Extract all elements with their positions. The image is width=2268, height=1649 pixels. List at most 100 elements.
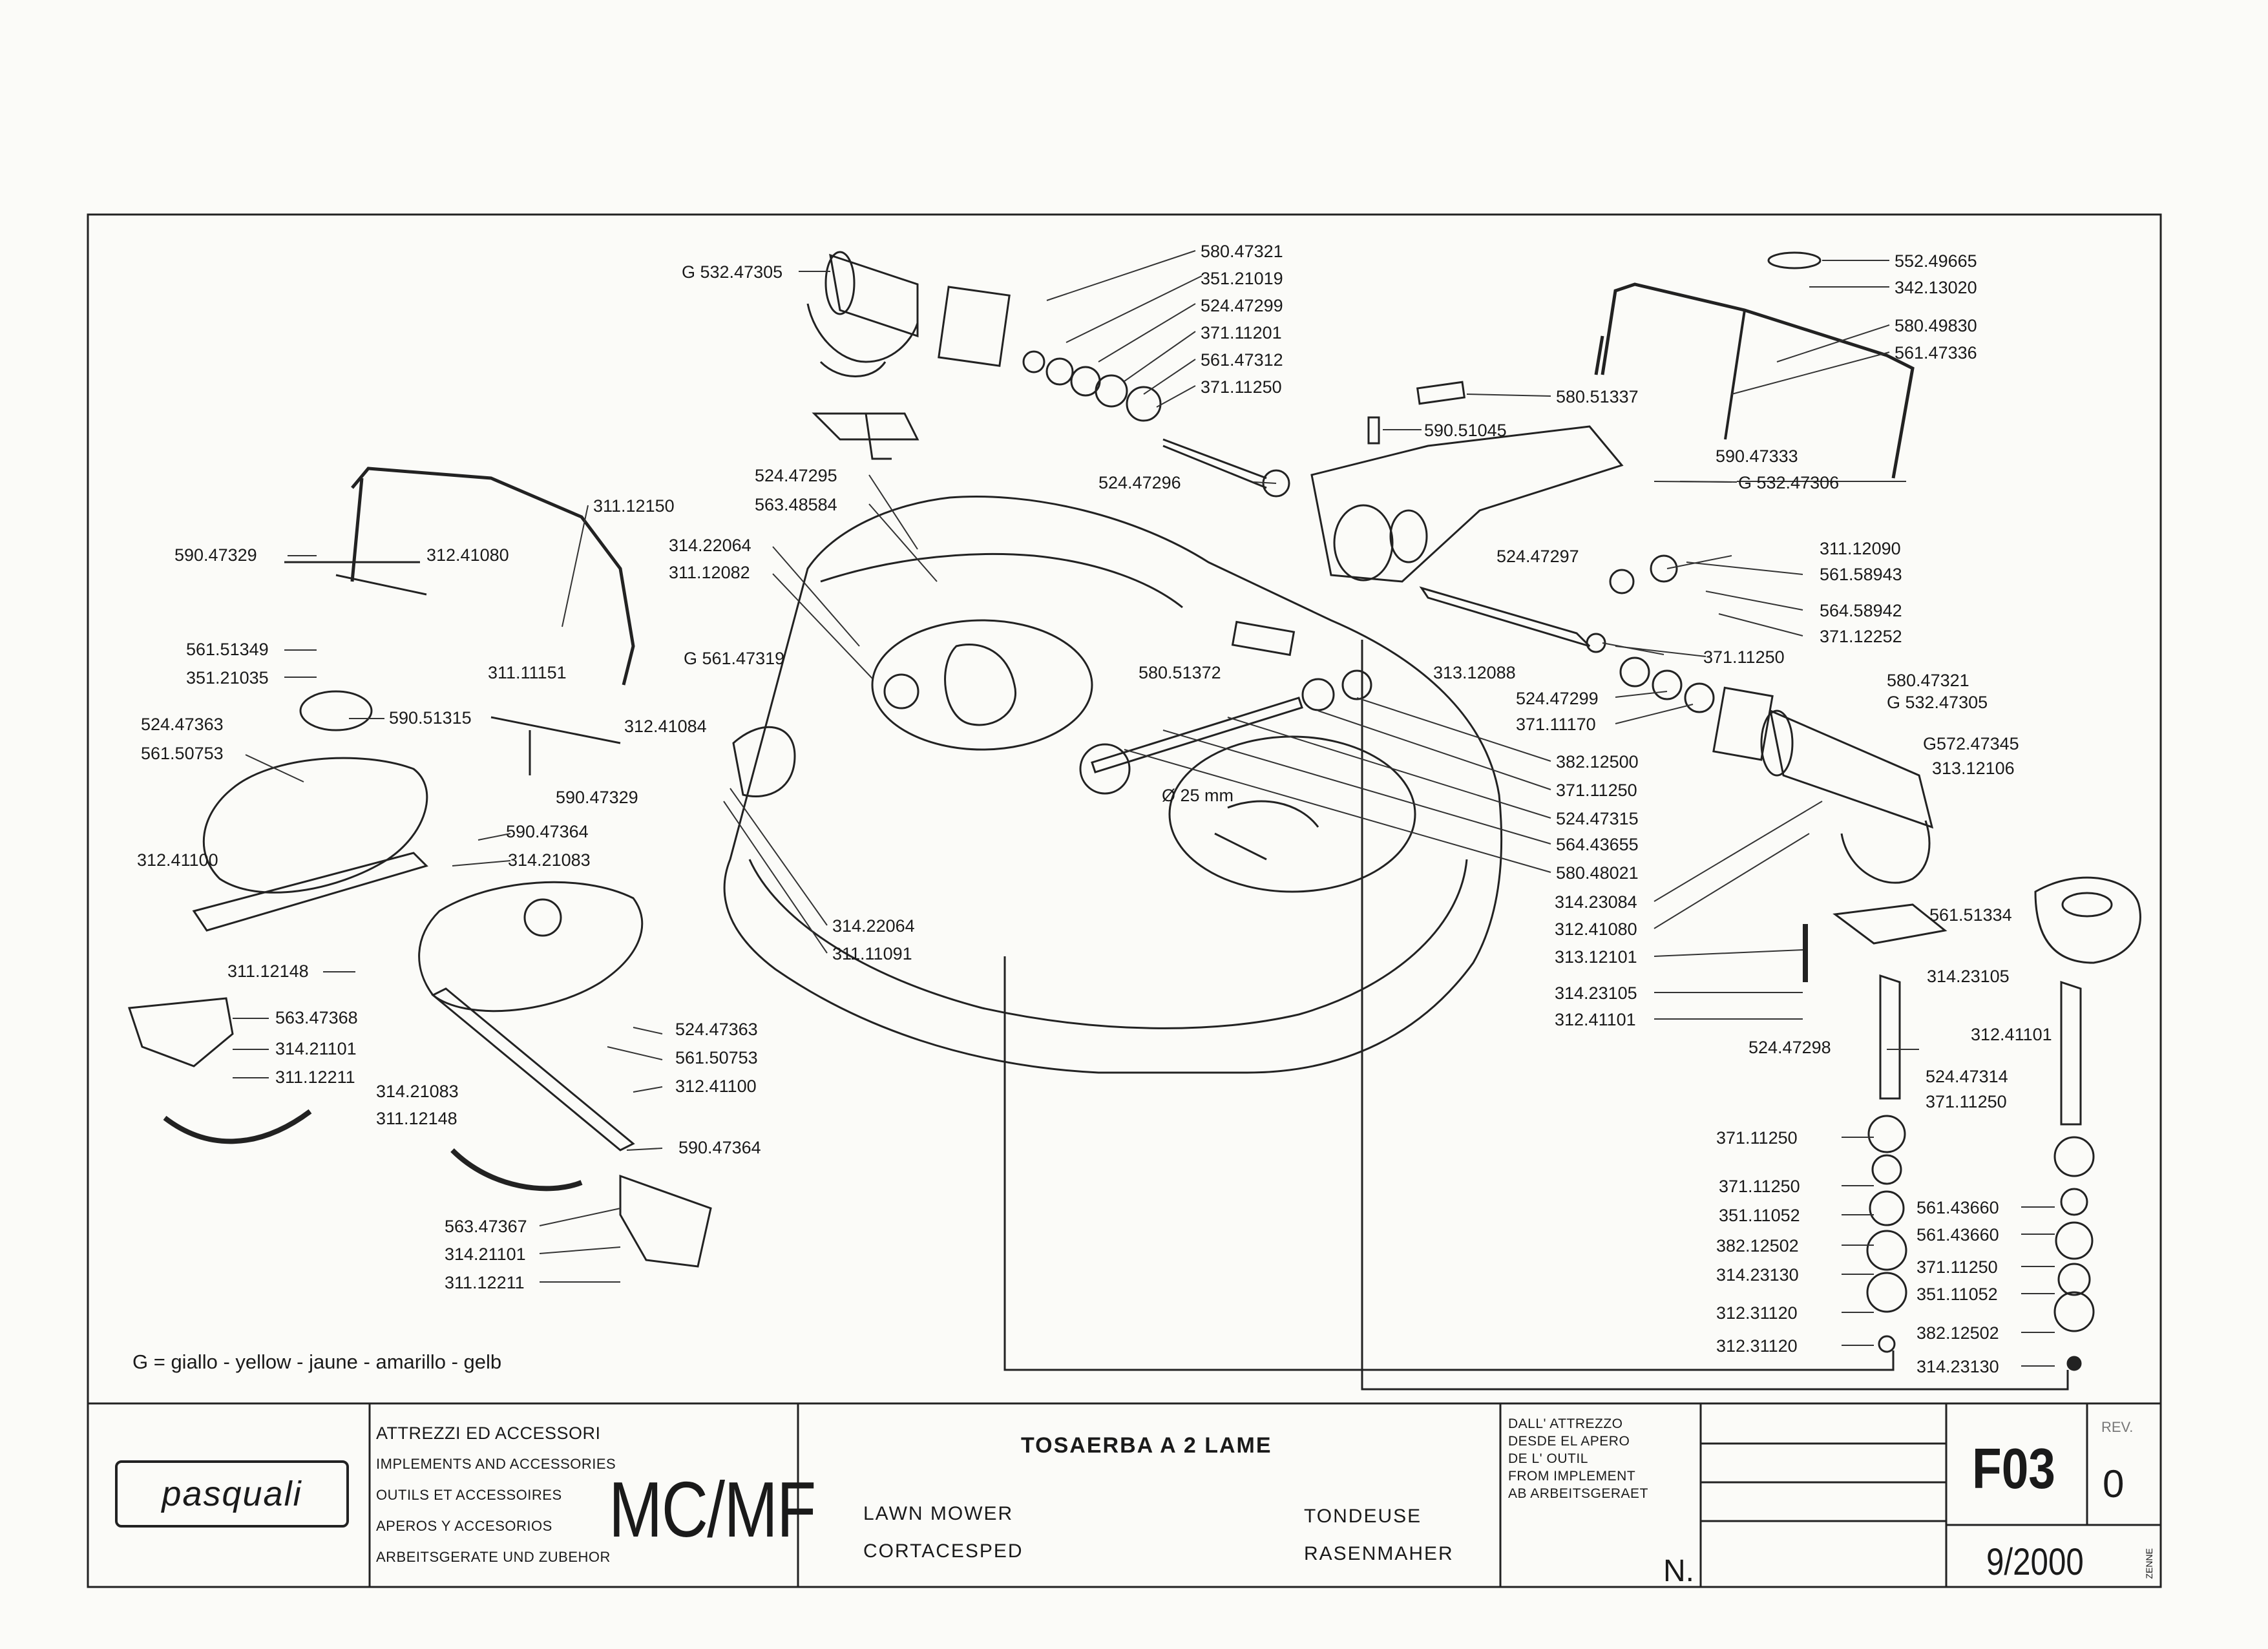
callout: 561.51349 <box>186 640 269 659</box>
callout: 590.47364 <box>678 1138 761 1157</box>
callout: 351.11052 <box>1719 1206 1800 1225</box>
callout: 580.48021 <box>1556 863 1639 883</box>
callout: 312.31120 <box>1716 1336 1798 1356</box>
callout: 590.47329 <box>174 545 257 565</box>
callout: 371.11170 <box>1516 715 1596 734</box>
callout: 371.11250 <box>1556 781 1637 800</box>
category-line: OUTILS ET ACCESSOIRES <box>376 1487 562 1503</box>
callout: 552.49665 <box>1895 251 1977 271</box>
callout: 314.23105 <box>1555 983 1637 1003</box>
title-block-lines <box>88 1402 2161 1587</box>
callout: 524.47297 <box>1496 547 1579 566</box>
callout: 314.22064 <box>669 536 751 555</box>
callout: 314.21101 <box>445 1245 526 1264</box>
callout: 312.41101 <box>1555 1010 1636 1029</box>
left-blade-assemblies <box>127 467 712 1268</box>
callout: 312.41080 <box>426 545 509 565</box>
category-line: IMPLEMENTS AND ACCESSORIES <box>376 1456 616 1472</box>
callout: 314.23130 <box>1716 1265 1799 1285</box>
callout: 580.47321 <box>1201 242 1283 261</box>
from-line: FROM IMPLEMENT <box>1508 1469 1636 1484</box>
callout: 524.47299 <box>1516 689 1599 708</box>
callout: G 532.47306 <box>1738 473 1839 492</box>
callout: 312.41080 <box>1555 919 1637 939</box>
callout: 563.48584 <box>755 495 837 514</box>
mower-deck <box>723 495 1503 1074</box>
leader-lines <box>233 250 2055 1367</box>
callout: 371.11250 <box>1201 377 1282 397</box>
callout: 311.12211 <box>445 1273 525 1292</box>
callout: 563.47367 <box>445 1217 527 1236</box>
callout: 314.21101 <box>275 1039 357 1058</box>
callout: 312.41084 <box>624 717 707 736</box>
revision-number: 0 <box>2103 1462 2125 1506</box>
callout: 561.50753 <box>675 1048 758 1067</box>
callout: 371.12252 <box>1820 627 1902 646</box>
callout: 590.47364 <box>506 822 589 841</box>
title-english: LAWN MOWER <box>863 1503 1014 1524</box>
from-line: DALL' ATTREZZO <box>1508 1416 1623 1431</box>
category-line: ATTREZZI ED ACCESSORI <box>376 1423 601 1443</box>
callout: 382.12502 <box>1716 1236 1799 1255</box>
sheet-code: F03 <box>1972 1436 2055 1500</box>
callout: 371.11250 <box>1716 1128 1798 1148</box>
callout: 524.47363 <box>675 1020 758 1039</box>
callout: 311.12090 <box>1820 539 1901 558</box>
callout: 524.47299 <box>1201 296 1283 315</box>
callout: 561.43660 <box>1916 1198 1999 1217</box>
callout: 561.51334 <box>1929 905 2012 925</box>
callout: 311.12148 <box>376 1109 457 1128</box>
callout: 371.11201 <box>1201 323 1282 342</box>
callout: 561.43660 <box>1916 1225 1999 1245</box>
callout: 314.21083 <box>508 850 591 870</box>
callout: 563.47368 <box>275 1008 358 1027</box>
callout: 312.41100 <box>675 1077 757 1096</box>
callout: 314.23084 <box>1555 892 1637 912</box>
center-guide-lines <box>1003 640 2069 1391</box>
callout: 590.51045 <box>1424 421 1507 440</box>
callout: 342.13020 <box>1895 278 1977 297</box>
category-line: ARBEITSGERATE UND ZUBEHOR <box>376 1549 611 1565</box>
callout: 312.41101 <box>1971 1025 2052 1044</box>
callout: 313.12101 <box>1555 947 1637 967</box>
color-legend: G = giallo - yellow - jaune - amarillo -… <box>132 1350 502 1373</box>
callout: 311.12148 <box>227 961 309 981</box>
from-implement-list: DALL' ATTREZZO DESDE EL APERO DE L' OUTI… <box>1508 1415 1648 1502</box>
gearbox-assemblies <box>732 251 1934 884</box>
drawing-frame <box>87 213 2162 1588</box>
callout: Ø 25 mm <box>1162 786 1234 805</box>
callout: 580.49830 <box>1895 316 1977 335</box>
callout: 524.47295 <box>755 466 837 485</box>
callout: G 532.47305 <box>682 262 782 282</box>
issue-date: 9/2000 <box>1986 1541 2084 1583</box>
category-list: ATTREZZI ED ACCESSORI IMPLEMENTS AND ACC… <box>376 1418 616 1573</box>
callout: 371.11250 <box>1916 1257 1998 1277</box>
callout: 351.21035 <box>186 668 269 688</box>
callout: 524.47298 <box>1748 1038 1831 1057</box>
callout: G572.47345 <box>1923 734 2019 753</box>
callout: 561.47336 <box>1895 343 1977 362</box>
title-french: TONDEUSE <box>1304 1506 1422 1527</box>
callout: 590.51315 <box>389 708 472 728</box>
callout: 524.47363 <box>141 715 224 734</box>
callout: 580.51337 <box>1556 387 1639 406</box>
callout: 564.58942 <box>1820 601 1902 620</box>
callout: 314.22064 <box>832 916 915 936</box>
category-line: APEROS Y ACCESORIOS <box>376 1518 552 1534</box>
callout: 351.11052 <box>1916 1285 1998 1304</box>
brand-logo: pasquali <box>115 1460 349 1528</box>
callout: 314.23130 <box>1916 1357 1999 1376</box>
callout: 311.12211 <box>275 1067 355 1087</box>
number-label: N. <box>1663 1554 1694 1588</box>
callout: 371.11250 <box>1926 1092 2007 1111</box>
model-code: MC/MF <box>609 1465 816 1553</box>
callout: 524.47315 <box>1556 809 1639 828</box>
side-note: ZENNE <box>2144 1548 2154 1579</box>
callout: 314.23105 <box>1927 967 2010 986</box>
callout: 312.41100 <box>137 850 218 870</box>
callout: 311.11151 <box>488 663 567 682</box>
title-german: RASENMAHER <box>1304 1543 1454 1564</box>
callout: 371.11250 <box>1719 1177 1800 1196</box>
callout: 561.50753 <box>141 744 224 763</box>
callout: 564.43655 <box>1556 835 1639 854</box>
